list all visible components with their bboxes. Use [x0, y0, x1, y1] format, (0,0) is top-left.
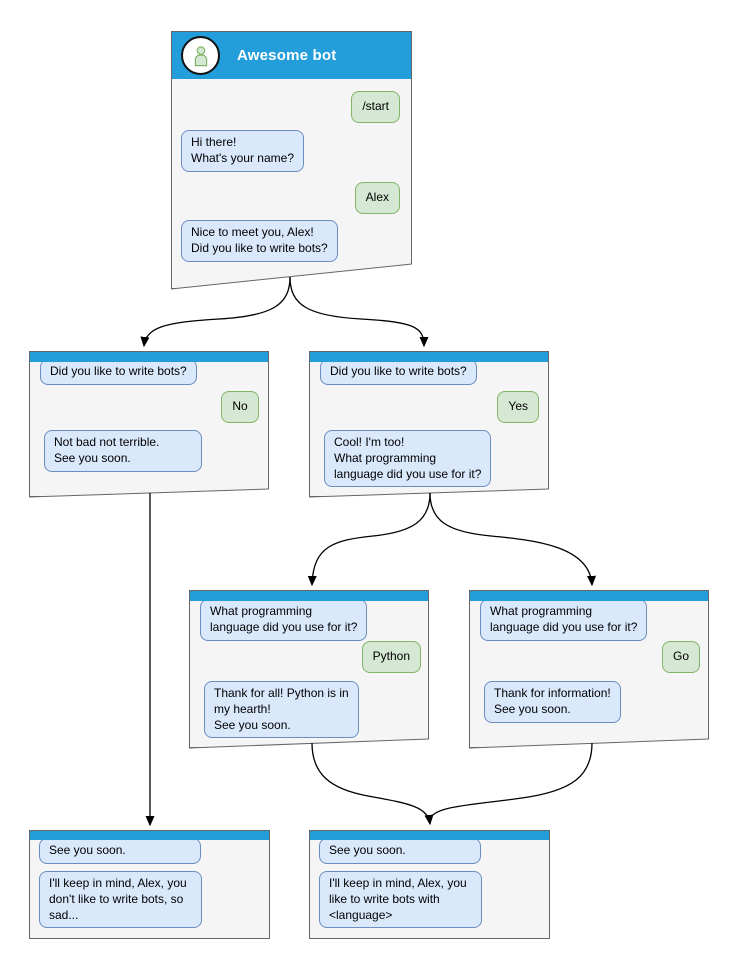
chat-window-go-branch: What programming language did you use fo…: [469, 590, 709, 748]
user-message-bubble: Go: [661, 641, 700, 673]
edge-root-to-yes: [289, 276, 429, 348]
bot-message-bubble: See you soon.: [39, 838, 201, 864]
window-titlebar: [30, 352, 268, 362]
bot-message-bubble: Nice to meet you, Alex! Did you like to …: [181, 220, 338, 262]
user-message-bubble: Alex: [354, 182, 400, 214]
window-titlebar: [310, 352, 548, 362]
window-titlebar: [190, 591, 428, 601]
bot-message-bubble: Did you like to write bots?: [40, 359, 197, 385]
edge-python-to-end: [311, 742, 434, 826]
window-titlebar: [30, 831, 269, 840]
user-message-bubble: /start: [351, 91, 400, 123]
bot-message-bubble: Cool! I'm too! What programming language…: [324, 430, 492, 488]
bot-message-bubble: What programming language did you use fo…: [200, 599, 368, 641]
bot-message-bubble: See you soon.: [319, 838, 481, 864]
user-message-bubble: Yes: [497, 391, 539, 423]
edge-root-to-no: [140, 276, 291, 348]
bot-message-bubble: Thank for all! Python is in my hearth! S…: [204, 681, 359, 739]
user-message-bubble: Python: [361, 641, 421, 673]
chat-window-root: Awesome bot /start Hi there! What's your…: [171, 31, 412, 289]
bot-message-bubble: What programming language did you use fo…: [480, 599, 648, 641]
bot-message-bubble: Thank for information! See you soon.: [484, 681, 621, 723]
chat-window-python-branch: What programming language did you use fo…: [189, 590, 429, 748]
bot-message-bubble: I'll keep in mind, Alex, you don't like …: [39, 871, 202, 929]
bot-message-bubble: Hi there! What's your name?: [181, 130, 305, 172]
edge-yes-to-go: [429, 492, 597, 587]
chat-header: Awesome bot: [172, 32, 411, 79]
bot-message-bubble: Not bad not terrible. See you soon.: [44, 430, 202, 472]
edge-go-to-end: [429, 742, 593, 821]
bot-avatar: [181, 36, 220, 75]
window-titlebar: [310, 831, 549, 840]
window-titlebar: [470, 591, 708, 601]
bot-message-bubble: Did you like to write bots?: [320, 359, 477, 385]
chat-window-yes-branch: Did you like to write bots? Yes Cool! I'…: [309, 351, 549, 497]
chat-window-end-no: See you soon. I'll keep in mind, Alex, y…: [29, 830, 270, 939]
chat-title: Awesome bot: [237, 47, 337, 64]
edge-yes-to-python: [307, 492, 431, 587]
bot-message-bubble: I'll keep in mind, Alex, you like to wri…: [319, 871, 482, 929]
chat-window-end-yes: See you soon. I'll keep in mind, Alex, y…: [309, 830, 550, 939]
person-icon: [194, 45, 207, 66]
user-message-bubble: No: [221, 391, 259, 423]
chat-window-no-branch: Did you like to write bots? No Not bad n…: [29, 351, 269, 497]
